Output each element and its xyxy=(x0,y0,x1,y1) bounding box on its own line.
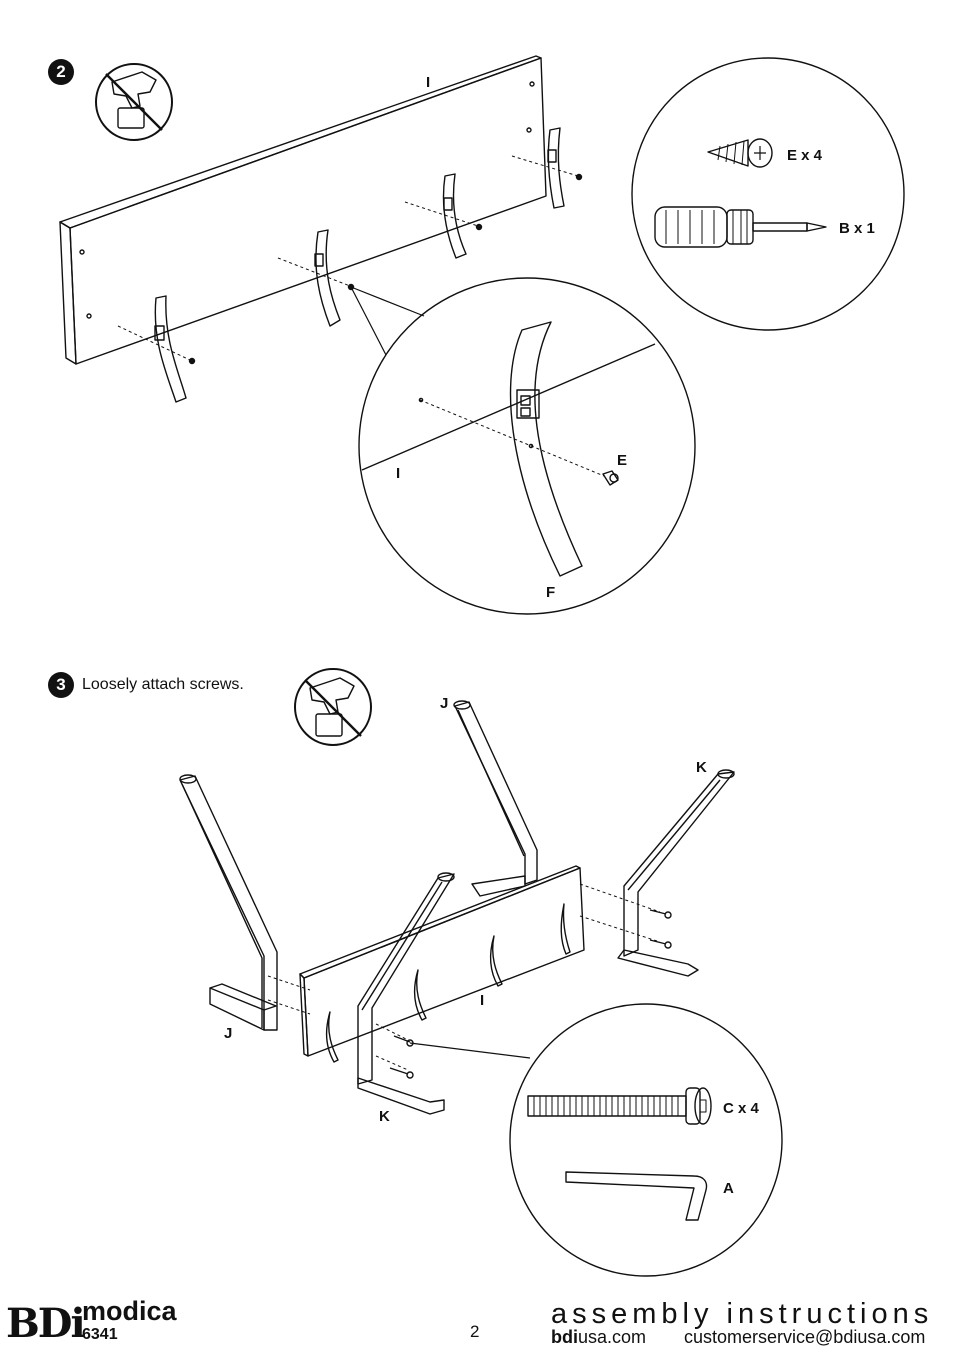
hook-4 xyxy=(547,127,565,209)
label-hook-f: F xyxy=(546,584,556,601)
allen-key-a-icon xyxy=(565,1171,708,1221)
detail-circle-hook xyxy=(358,277,696,615)
website-bold: bdi xyxy=(551,1327,578,1347)
label-panel-i-step3: I xyxy=(480,992,485,1009)
part-b-qty: B x 1 xyxy=(839,220,875,237)
screwdriver-b-icon xyxy=(654,206,827,248)
label-leg-j-left: J xyxy=(224,1025,233,1042)
leg-j-left xyxy=(179,774,278,1031)
label-leg-k-front: K xyxy=(379,1108,390,1125)
panel-i-step3 xyxy=(299,865,585,1063)
bolt-guide-lines xyxy=(267,883,661,1071)
leg-j-top xyxy=(453,700,538,897)
screw-guide-lines xyxy=(117,155,579,361)
hook-1 xyxy=(154,295,187,403)
product-name: modica xyxy=(82,1296,177,1326)
email-link[interactable]: customerservice@bdiusa.com xyxy=(684,1327,926,1347)
part-e-qty: E x 4 xyxy=(787,147,823,164)
label-detail-panel-i: I xyxy=(396,465,401,482)
document-title: assembly instructions xyxy=(551,1298,934,1330)
no-power-drill-icon-step3 xyxy=(294,668,372,746)
website-link[interactable]: bdiusa.com xyxy=(551,1327,646,1348)
part-c-qty: C x 4 xyxy=(723,1100,759,1117)
label-leg-k-right: K xyxy=(696,759,707,776)
label-screw-e: E xyxy=(617,452,628,469)
hook-2 xyxy=(314,229,341,327)
brand-logo: BDi xyxy=(6,1300,86,1347)
leg-k-right xyxy=(617,769,735,977)
product-code: 6341 xyxy=(82,1326,118,1343)
step-2-badge: 2 xyxy=(48,59,74,85)
page-number: 2 xyxy=(470,1322,480,1341)
part-a-label: A xyxy=(723,1180,734,1197)
step-3-instruction: Loosely attach screws. xyxy=(82,676,244,693)
hook-3 xyxy=(442,173,467,259)
screw-e-icon xyxy=(707,138,773,168)
parts-circle-step3 xyxy=(509,1003,783,1277)
label-leg-j-top: J xyxy=(440,695,449,712)
leg-k-front xyxy=(357,872,455,1115)
bolts-step3 xyxy=(389,909,672,1079)
label-panel-i: I xyxy=(426,74,431,91)
no-power-drill-icon xyxy=(95,63,173,141)
bolt-c-icon xyxy=(527,1087,712,1125)
panel-i xyxy=(59,55,547,365)
parts-circle-step2 xyxy=(631,57,905,331)
step-3-badge: 3 xyxy=(48,672,74,698)
website-rest: usa.com xyxy=(578,1327,647,1347)
